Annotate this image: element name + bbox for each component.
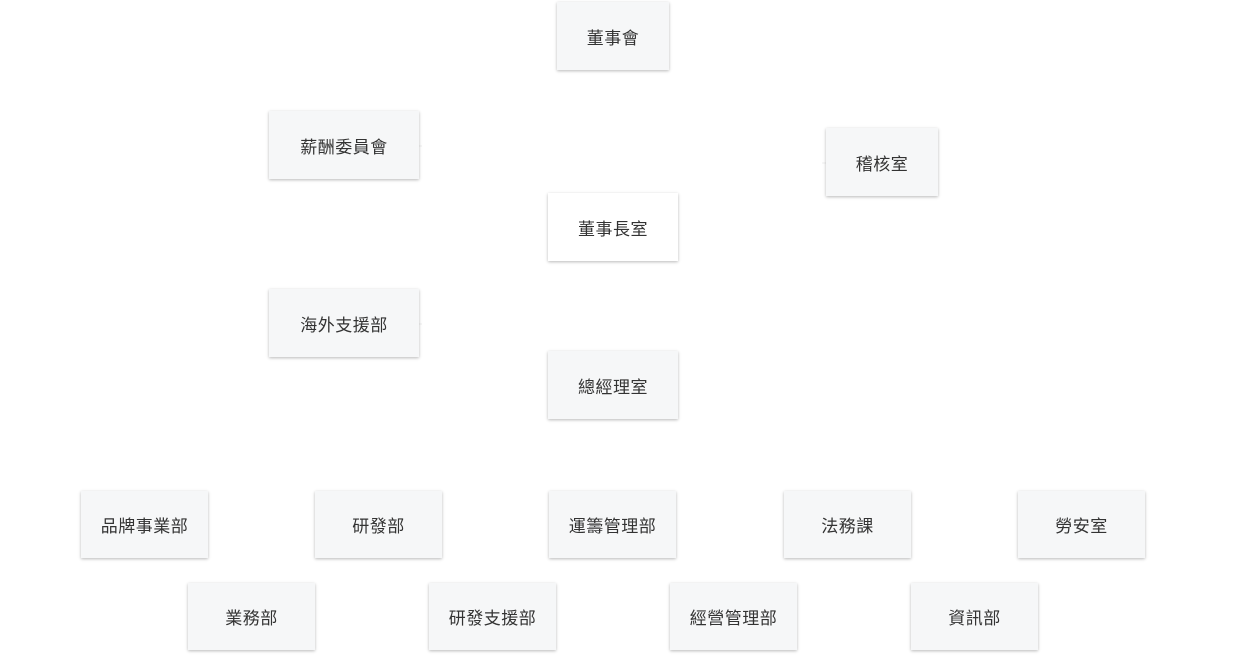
node-rd-support-department: 研發支援部 <box>429 583 556 650</box>
node-brand-division-label: 品牌事業部 <box>100 517 189 537</box>
node-legal-section: 法務課 <box>784 491 911 558</box>
node-it-department-label: 資訊部 <box>948 609 1001 629</box>
node-it-department: 資訊部 <box>911 583 1038 650</box>
node-labor-safety-office: 勞安室 <box>1018 491 1145 558</box>
node-sales-department-label: 業務部 <box>225 609 278 629</box>
node-operations-management-label: 運籌管理部 <box>568 517 657 537</box>
node-audit-office-label: 稽核室 <box>855 154 909 175</box>
node-gm-office: 總經理室 <box>548 351 678 419</box>
node-rd-support-department-label: 研發支援部 <box>448 609 537 629</box>
node-audit-office: 稽核室 <box>826 128 938 196</box>
node-overseas-support-label: 海外支援部 <box>300 315 388 336</box>
node-gm-office-label: 總經理室 <box>578 377 648 398</box>
node-legal-section-label: 法務課 <box>821 517 874 537</box>
node-chairman-office: 董事長室 <box>548 193 678 261</box>
node-compensation-committee: 薪酬委員會 <box>269 111 419 179</box>
node-overseas-support: 海外支援部 <box>269 289 419 357</box>
node-business-management-label: 經營管理部 <box>689 609 778 629</box>
node-rd-department: 研發部 <box>315 491 442 558</box>
node-rd-department-label: 研發部 <box>352 517 405 537</box>
node-brand-division: 品牌事業部 <box>81 491 208 558</box>
node-sales-department: 業務部 <box>188 583 315 650</box>
node-operations-management: 運籌管理部 <box>549 491 676 558</box>
node-labor-safety-office-label: 勞安室 <box>1055 517 1108 537</box>
node-board: 董事會 <box>557 2 669 70</box>
node-chairman-office-label: 董事長室 <box>578 219 648 240</box>
node-compensation-committee-label: 薪酬委員會 <box>300 137 388 158</box>
node-board-label: 董事會 <box>586 28 640 49</box>
node-business-management: 經營管理部 <box>670 583 797 650</box>
